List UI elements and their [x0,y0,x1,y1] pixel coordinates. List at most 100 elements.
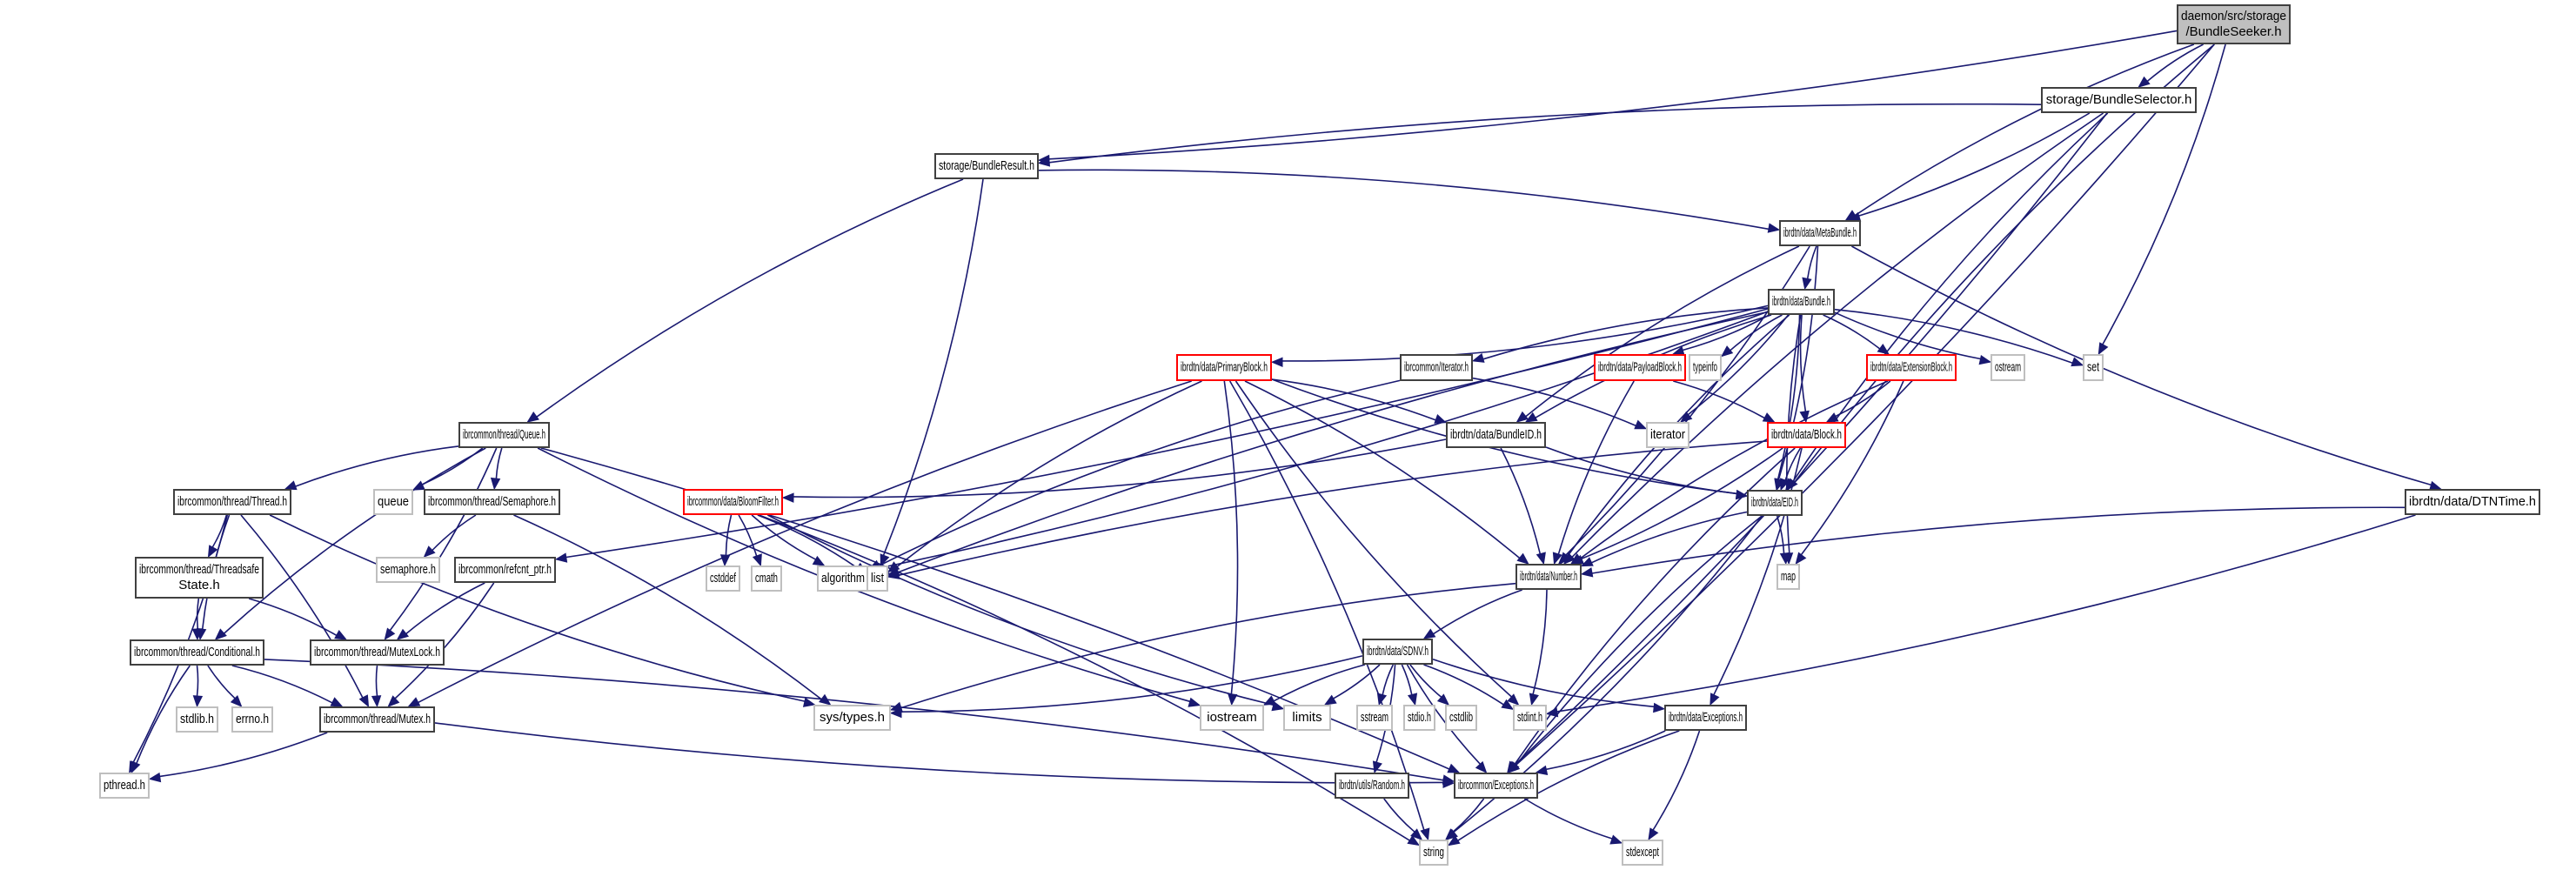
arrowhead-sdnv-to-random [1372,760,1382,774]
node-mutexlock[interactable]: ibrcommon/thread/MutexLock.h [310,639,445,666]
edge-selector-to-exceptions [1514,112,2108,766]
node-block[interactable]: ibrdtn/data/Block.h [1767,422,1846,448]
node-label-queueh: ibrcommon/thread/Queue.h [463,427,545,442]
node-label-systypes: sys/types.h [820,710,885,725]
node-box-dataexceptions [1664,705,1747,731]
node-queueh[interactable]: ibrcommon/thread/Queue.h [458,422,550,448]
node-exceptions[interactable]: ibrcommon/Exceptions.h [1454,773,1538,799]
node-label-result: storage/BundleResult.h [939,158,1034,173]
node-sdnv[interactable]: ibrdtn/data/SDNV.h [1362,639,1433,665]
arrowhead-queueh-to-iostream [1188,697,1201,707]
arrowhead-bloomfilter-to-algorithm [812,555,826,566]
node-label-ostream: ostream [1995,359,2021,374]
node-result[interactable]: storage/BundleResult.h [934,153,1039,179]
node-bundleid[interactable]: ibrdtn/data/BundleID.h [1446,422,1546,448]
arrowhead-dataexceptions-to-exceptions [1535,765,1549,776]
node-box-stdexcept [1622,840,1663,866]
edge-conditional-to-stdlib [196,665,199,697]
arrowhead-conditional-to-errno [230,695,243,707]
node-dtntime[interactable]: ibrdtn/data/DTNTime.h [2405,489,2540,515]
node-semaphoreh[interactable]: ibrcommon/thread/Semaphore.h [424,489,560,515]
node-string: string [1419,840,1449,866]
edge-bundle-to-iteratorh [1482,307,1769,360]
node-label-eid: ibrdtn/data/EID.h [1751,495,1798,510]
node-bundle[interactable]: ibrdtn/data/Bundle.h [1768,289,1835,315]
node-selector[interactable]: storage/BundleSelector.h [2041,87,2197,113]
edge-bloomfilter-to-string [759,514,1410,841]
node-iteratorh[interactable]: ibrcommon/Iterator.h [1400,354,1473,381]
node-label-stdexcept: stdexcept [1626,845,1659,860]
node-box-mutex [319,706,435,733]
arrowhead-bundle-to-typeinfo [1720,345,1734,358]
edge-bloomfilter-to-algorithm [751,514,816,560]
edge-bloomfilter-to-limits [767,514,1274,706]
node-box-limits [1283,705,1331,731]
node-pthread: pthread.h [99,773,150,799]
arrowhead-primaryblock-to-string [1420,827,1430,841]
node-label-mutexlock: ibrcommon/thread/MutexLock.h [314,645,440,659]
node-payloadblock[interactable]: ibrdtn/data/PayloadBlock.h [1594,354,1686,381]
node-box-threadh [173,489,291,515]
node-metabundle[interactable]: ibrdtn/data/MetaBundle.h [1779,220,1861,246]
nodes-layer: daemon/src/storage/BundleSeeker.h storage… [99,4,2540,866]
arrowhead-sdnv-to-sstream [1376,693,1388,706]
edge-threadh-to-mutex [240,514,364,699]
edge-random-to-string [1383,798,1415,833]
edge-queueh-to-mutexlock [389,447,498,632]
arrowhead-bloomfilter-to-cmath [752,553,762,567]
node-threadh[interactable]: ibrcommon/thread/Thread.h [173,489,291,515]
edge-metabundle-to-bundleid [1525,245,1800,418]
node-extensionblock[interactable]: ibrdtn/data/ExtensionBlock.h [1866,354,1957,381]
arrowhead-sdnv-to-iostream [1262,695,1276,706]
arrowhead-number-to-stdint [1529,693,1539,706]
arrowhead-refcnt-to-mutex [387,695,400,707]
edge-primaryblock-to-mutex [418,380,1192,704]
arrowhead-exceptions-to-stdexcept [1609,834,1623,845]
node-conditional[interactable]: ibrcommon/thread/Conditional.h [130,639,264,666]
edge-bundle-to-block [1799,314,1807,412]
arrowhead-eid-to-exceptions [1508,760,1520,774]
node-box-set [2083,354,2104,381]
node-bloomfilter[interactable]: ibrcommon/data/BloomFilter.h [683,489,783,515]
node-list: list [866,566,888,592]
arrowhead-bundle-to-ostream [1978,354,1992,365]
edge-selector-to-number [1571,112,2104,558]
arrowhead-block-to-eid [1780,478,1790,492]
arrowhead-result-to-list [880,553,890,567]
arrowhead-bundleid-to-number [1536,552,1546,566]
node-stdexcept: stdexcept [1622,840,1663,866]
node-box-iterator [1646,422,1689,448]
arrowhead-metabundle-to-bundleid [1515,411,1529,423]
node-label-cstddef: cstddef [710,571,737,586]
arrowhead-mutexlock-to-mutex [371,695,382,708]
arrowhead-conditional-to-mutex [330,697,344,707]
node-label-conditional: ibrcommon/thread/Conditional.h [134,645,260,659]
node-mutex[interactable]: ibrcommon/thread/Mutex.h [319,706,435,733]
node-box-payloadblock [1594,354,1686,381]
edge-bundle-to-extensionblock [1823,314,1881,350]
arrowhead-sdnv-to-stdio [1407,693,1418,706]
arrowhead-iteratorh-to-iterator [1634,419,1648,430]
arrowhead-dtntime-to-number [1580,567,1594,578]
edge-primaryblock-to-list [896,380,1202,567]
node-root[interactable]: daemon/src/storage/BundleSeeker.h [2177,4,2291,44]
node-eid[interactable]: ibrdtn/data/EID.h [1747,490,1803,516]
edge-bundleid-to-number [1500,447,1542,554]
node-box-dtntime [2405,489,2540,515]
node-random[interactable]: ibrdtn/utils/Random.h [1335,773,1409,799]
arrowhead-root-to-set [2098,342,2109,356]
arrowhead-primaryblock-to-bundleid [1434,414,1448,424]
edge-primaryblock-to-stdint [1234,380,1513,698]
arrowhead-sdnv-to-exceptions [1475,760,1488,773]
node-box-map [1776,564,1800,590]
node-box-threadsafe [135,557,264,599]
edge-root-to-exceptions [1515,44,2215,766]
edge-mutex-to-exceptions [434,722,1444,784]
node-refcnt[interactable]: ibrcommon/refcnt_ptr.h [454,557,556,583]
node-primaryblock[interactable]: ibrdtn/data/PrimaryBlock.h [1176,354,1272,381]
arrowhead-number-to-sdnv [1422,628,1436,639]
arrowhead-dataexceptions-to-stdexcept [1648,827,1659,841]
node-dataexceptions[interactable]: ibrdtn/data/Exceptions.h [1664,705,1747,731]
node-number[interactable]: ibrdtn/data/Number.h [1515,564,1582,590]
